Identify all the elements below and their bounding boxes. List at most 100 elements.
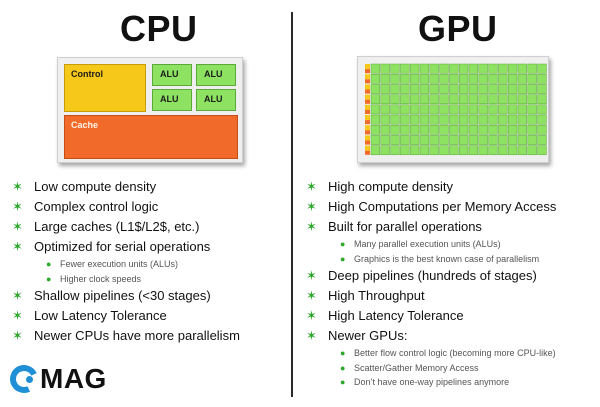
- gpu-alu-cell: [527, 104, 537, 115]
- list-item: ✶High Latency Tolerance: [306, 307, 556, 327]
- gpu-alu-cell: [498, 104, 508, 115]
- gpu-alu-cell: [380, 94, 390, 105]
- gpu-alu-cell: [488, 94, 498, 105]
- gpu-alu-cell: [429, 145, 439, 156]
- gpu-alu-cell: [419, 114, 430, 125]
- gpu-alu-cell: [498, 124, 508, 135]
- gpu-alu-cell: [390, 94, 400, 105]
- gpu-alu-cell: [468, 73, 479, 84]
- gpu-alu-cell: [498, 63, 508, 74]
- gpu-alu-cell: [517, 94, 528, 105]
- gpu-alu-cell: [507, 94, 518, 105]
- gpu-alu-cell: [488, 114, 498, 125]
- gpu-alu-cell: [517, 84, 528, 94]
- sub-list-item: ●Don’t have one-way pipelines anymore: [306, 376, 556, 391]
- star-bullet-icon: ✶: [306, 308, 317, 323]
- gpu-alu-cell: [449, 104, 459, 115]
- gpu-alu-cell: [507, 135, 518, 145]
- alu-block: ALU: [152, 64, 192, 86]
- gpu-alu-cell: [439, 94, 449, 105]
- list-item-text: High Computations per Memory Access: [328, 199, 557, 214]
- star-bullet-icon: ✶: [306, 288, 317, 303]
- sub-item-text: Many parallel execution units (ALUs): [354, 239, 501, 249]
- gpu-alu-cell: [370, 63, 381, 74]
- gpu-control-cell: [365, 64, 370, 70]
- gpu-alu-cell: [488, 124, 498, 135]
- gpu-alu-cell: [507, 145, 518, 156]
- star-bullet-icon: ✶: [306, 179, 317, 194]
- gpu-alu-cell: [468, 124, 479, 135]
- gpu-alu-cell: [439, 84, 449, 94]
- gpu-alu-cell: [537, 145, 547, 156]
- gpu-alu-cell: [507, 124, 518, 135]
- list-item: ✶Low compute density: [12, 178, 240, 198]
- dot-bullet-icon: ●: [340, 348, 346, 358]
- gpu-alu-cell: [370, 145, 381, 156]
- gpu-control-cell: [365, 145, 370, 151]
- gpu-alu-cell: [517, 114, 528, 125]
- gpu-alu-cell: [537, 114, 547, 125]
- gpu-control-cell: [365, 115, 370, 121]
- alu-block: ALU: [196, 64, 236, 86]
- star-bullet-icon: ✶: [12, 179, 23, 194]
- gpu-alu-cell: [498, 135, 508, 145]
- logo-dot-icon: [26, 376, 33, 383]
- gpu-alu-cell: [429, 63, 439, 74]
- list-item: ✶Complex control logic: [12, 198, 240, 218]
- gpu-alu-cell: [468, 84, 479, 94]
- gpu-alu-cell: [449, 124, 459, 135]
- gpu-alu-cell: [370, 94, 381, 105]
- gpu-alu-cell: [419, 94, 430, 105]
- list-item-text: Newer CPUs have more parallelism: [34, 328, 240, 343]
- cache-block: Cache: [64, 115, 238, 159]
- gpu-alu-cell: [400, 94, 410, 105]
- gpu-alu-cell: [439, 114, 449, 125]
- gpu-alu-cell: [429, 94, 439, 105]
- gpu-control-cell: [365, 94, 370, 100]
- gpu-alu-cell: [370, 114, 381, 125]
- gpu-alu-cell: [419, 135, 430, 145]
- gpu-cache-cell: [365, 150, 370, 155]
- gpu-cache-cell: [365, 140, 370, 145]
- gpu-alu-cell: [419, 104, 430, 115]
- gpu-alu-cell: [527, 73, 537, 84]
- gpu-alu-cell: [488, 104, 498, 115]
- sub-item-text: Fewer execution units (ALUs): [60, 259, 179, 269]
- gpu-alu-cell: [400, 114, 410, 125]
- list-item-text: High compute density: [328, 179, 454, 194]
- gpu-alu-cell: [429, 104, 439, 115]
- gpu-alu-cell: [390, 114, 400, 125]
- gpu-control-cell: [365, 104, 370, 110]
- gpu-alu-cell: [517, 63, 528, 74]
- gpu-alu-cell: [507, 73, 518, 84]
- gpu-cache-cell: [365, 109, 370, 114]
- gpu-alu-cell: [468, 94, 479, 105]
- sub-item-text: Higher clock speeds: [60, 273, 142, 284]
- list-item-text: Built for parallel operations: [328, 219, 482, 234]
- gpu-alu-cell: [507, 114, 518, 125]
- gpu-alu-cell: [419, 73, 430, 84]
- gpu-alu-cell: [390, 124, 400, 135]
- gpu-alu-cell: [527, 114, 537, 125]
- logo-text: MAG: [40, 363, 107, 394]
- gpu-alu-cell: [380, 135, 390, 145]
- gpu-alu-cell: [409, 104, 420, 115]
- star-bullet-icon: ✶: [306, 219, 317, 234]
- dot-bullet-icon: ●: [46, 259, 52, 269]
- gpu-alu-cell: [409, 135, 420, 145]
- gpu-alu-cell: [400, 145, 410, 156]
- gpu-alu-cell: [458, 84, 469, 94]
- list-item-text: Low Latency Tolerance: [34, 308, 167, 323]
- list-item-text: Complex control logic: [34, 199, 159, 214]
- gpu-alu-cell: [409, 94, 420, 105]
- gpu-alu-cell: [458, 73, 469, 84]
- gpu-alu-cell: [390, 84, 400, 94]
- gpu-alu-cell: [468, 135, 479, 145]
- star-bullet-icon: ✶: [12, 239, 23, 254]
- sub-list-item: ● Fewer execution units (ALUs): [12, 258, 240, 273]
- gpu-alu-cell: [527, 124, 537, 135]
- gpu-alu-cell: [380, 124, 390, 135]
- gpu-alu-cell: [439, 124, 449, 135]
- cpu-title: CPU: [120, 8, 198, 49]
- gpu-cache-cell: [365, 89, 370, 94]
